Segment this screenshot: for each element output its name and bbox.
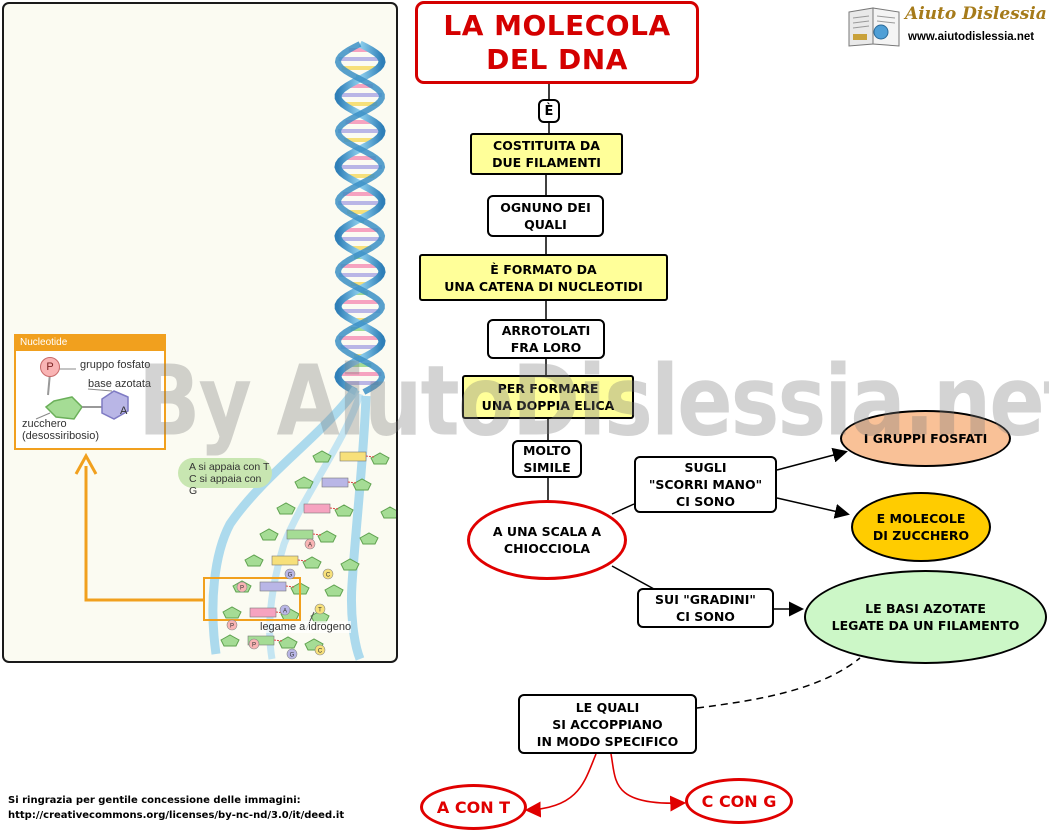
page-title: LA MOLECOLA DEL DNA <box>415 1 699 84</box>
sugar-pentagon <box>276 502 296 515</box>
sugar-pentagon <box>302 556 322 569</box>
base-chip-letter: P <box>252 643 256 649</box>
base-chip <box>322 568 334 580</box>
helix-strand-2 <box>334 41 386 395</box>
hydrogen-bond-label: legame a idrogeno <box>260 621 352 633</box>
hydrogen-bond <box>297 559 307 562</box>
logo-url[interactable]: www.aiutodislessia.net <box>908 31 1035 43</box>
node-doppia: PER FORMARE UNA DOPPIA ELICA <box>462 375 634 419</box>
sugar-pentagon <box>324 584 344 597</box>
hydrogen-bond <box>285 585 295 588</box>
base-chip-letter: A <box>308 543 312 549</box>
base-chip <box>279 604 291 616</box>
hydrogen-bond <box>273 639 283 642</box>
base-hexagon <box>101 390 129 420</box>
sugar-pentagon <box>340 558 360 571</box>
sugar-pentagon <box>352 478 372 491</box>
pairing-label: A si appaia con T C si appaia con G <box>178 458 272 497</box>
base-chip <box>304 538 316 550</box>
highlight-arrow <box>84 466 204 602</box>
arrow-quali-at <box>524 753 597 818</box>
base-chip <box>248 638 260 650</box>
node-basi: LE BASI AZOTATE LEGATE DA UN FILAMENTO <box>804 570 1047 664</box>
node-fosfati: I GRUPPI FOSFATI <box>840 410 1011 467</box>
base-letter: A <box>120 405 128 417</box>
sugar-pentagon <box>317 530 337 543</box>
node-sugli: SUGLI "SCORRI MANO" CI SONO <box>634 456 777 513</box>
book-icon <box>848 7 900 47</box>
sugar-pentagon <box>380 506 396 519</box>
node-ognuno: OGNUNO DEI QUALI <box>487 195 604 237</box>
base-chip-letter: G <box>290 653 295 659</box>
sugar-pentagon <box>222 606 242 619</box>
sugar-pentagon <box>259 528 279 541</box>
node-zucchero: E MOLECOLE DI ZUCCHERO <box>851 492 991 562</box>
highlight-arrowhead <box>74 452 98 475</box>
dna-illustration: P A T P G C A G C P Nucleotide P gruppo fosfato b… <box>2 2 398 663</box>
base-chip-letter: C <box>318 649 323 655</box>
sugar-pentagon <box>359 532 379 545</box>
dashed-quali-basi <box>696 657 861 709</box>
base-chip <box>226 619 238 631</box>
sugar-pentagon <box>244 554 264 567</box>
node-costituita: COSTITUITA DA DUE FILAMENTI <box>470 133 623 175</box>
arrow-sugli-zucchero <box>776 497 850 519</box>
base-chip-letter: P <box>230 624 234 630</box>
arrow-quali-cg <box>610 753 687 812</box>
nucleotide-header: Nucleotide <box>16 336 164 351</box>
base-chip-letter: C <box>326 573 331 579</box>
nucleotide-legend: Nucleotide P gruppo fosfato base azotata… <box>14 334 166 450</box>
phosphate-circle: P <box>40 357 60 377</box>
sugar-pentagon <box>278 636 298 649</box>
image-credit: Si ringrazia per gentile concessione del… <box>8 795 345 821</box>
hydrogen-bond <box>365 455 375 458</box>
hydrogen-bond <box>347 481 357 484</box>
connector-scala-gradini <box>611 565 655 590</box>
node-e: È <box>538 99 560 123</box>
node-molto: MOLTO SIMILE <box>512 440 582 478</box>
sugar-pentagon <box>334 504 354 517</box>
hydrogen-bond <box>329 507 339 510</box>
logo-name: Aiuto Dislessia <box>905 4 1047 24</box>
base-label: base azotata <box>88 378 151 390</box>
base-chip <box>286 648 298 660</box>
hydrogen-bond <box>312 533 322 536</box>
base-chip-letter: P <box>240 586 244 592</box>
node-at: A CON T <box>420 784 527 830</box>
connector-scala-sugli <box>611 503 635 515</box>
base-chip <box>314 644 326 656</box>
node-arrotolati: ARROTOLATI FRA LORO <box>487 319 605 359</box>
base-chip <box>284 568 296 580</box>
base-chip-letter: T <box>318 608 322 614</box>
sugar-pentagon <box>370 452 390 465</box>
phosphate-label: gruppo fosfato <box>80 359 151 371</box>
dna-helix-drawing: P A T P G C A G C P <box>74 40 396 661</box>
base-chip <box>314 603 326 615</box>
node-formato: È FORMATO DA UNA CATENA DI NUCLEOTIDI <box>419 254 668 301</box>
node-gradini: SUI "GRADINI" CI SONO <box>637 588 774 628</box>
unwound-strand-left <box>208 386 360 655</box>
base-chip <box>236 581 248 593</box>
sugar-pentagon <box>220 634 240 647</box>
sugar-label: zucchero (desossiribosio) <box>22 418 100 442</box>
sugar-pentagon <box>294 476 314 489</box>
node-scala: A UNA SCALA A CHIOCCIOLA <box>467 500 627 580</box>
arrow-sugli-fosfati <box>776 447 848 471</box>
base-chip-letter: G <box>288 573 293 579</box>
sugar-pentagon <box>44 396 83 420</box>
sugar-pentagon <box>312 450 332 463</box>
base-chip-letter: A <box>283 609 287 615</box>
node-cg: C CON G <box>685 778 793 824</box>
node-quali: LE QUALI SI ACCOPPIANO IN MODO SPECIFICO <box>518 694 697 754</box>
